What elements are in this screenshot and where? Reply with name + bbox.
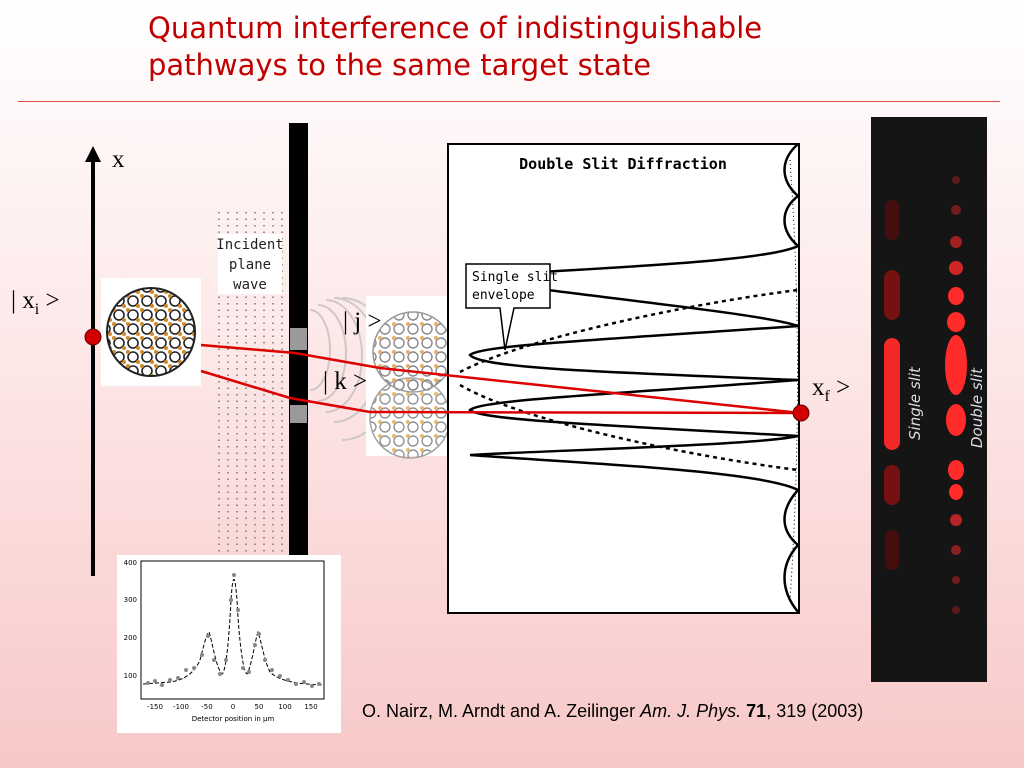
state-k-label: | k >	[323, 368, 368, 395]
citation-authors: O. Nairz, M. Arndt and A. Zeilinger	[362, 701, 641, 721]
final-sub: f	[824, 388, 830, 405]
initial-ket-prefix: | x	[11, 287, 35, 314]
svg-text:100: 100	[124, 672, 137, 680]
slit-upper	[290, 328, 307, 350]
svg-text:400: 400	[124, 559, 137, 567]
final-state-label: xf >	[812, 374, 850, 411]
slit-lower	[290, 405, 307, 423]
citation-journal: Am. J. Phys.	[640, 701, 742, 721]
svg-text:50: 50	[255, 703, 264, 711]
title-line-1: Quantum interference of indistinguishabl…	[148, 11, 763, 45]
slide-title: Quantum interference of indistinguishabl…	[148, 10, 908, 84]
initial-state-label: | xi >	[11, 287, 60, 324]
svg-text:100: 100	[278, 703, 291, 711]
svg-text:150: 150	[304, 703, 317, 711]
citation: O. Nairz, M. Arndt and A. Zeilinger Am. …	[362, 701, 863, 722]
fringe-photo: Single slit Double slit	[871, 117, 987, 682]
citation-pages: , 319 (2003)	[766, 701, 864, 721]
panel-title: Double Slit Diffraction	[519, 155, 727, 173]
buckyball-j	[372, 311, 454, 393]
svg-text:Incident: Incident	[216, 237, 283, 253]
photo-label-single: Single slit	[906, 366, 924, 440]
citation-volume: 71	[746, 701, 767, 721]
final-suffix: >	[829, 374, 851, 401]
svg-text:Detector position in µm: Detector position in µm	[192, 715, 275, 723]
initial-position-dot	[84, 328, 102, 346]
svg-text:300: 300	[124, 596, 137, 604]
x-axis	[85, 146, 101, 576]
axis-label-x: x	[112, 146, 125, 173]
single-slit-envelope	[459, 288, 799, 374]
title-line-2: pathways to the same target state	[148, 48, 652, 82]
envelope-callout: Single slit envelope	[465, 263, 558, 351]
interference-curve	[468, 143, 801, 613]
initial-ket-suffix: >	[39, 287, 60, 314]
title-divider	[18, 101, 1000, 102]
incident-wave-label: Incident plane wave	[216, 234, 284, 294]
svg-text:-100: -100	[173, 703, 189, 711]
svg-text:plane: plane	[229, 257, 271, 273]
diffraction-panel: Double Slit Diffraction Single slit enve…	[447, 143, 801, 614]
svg-text:wave: wave	[233, 277, 267, 293]
svg-text:-150: -150	[147, 703, 163, 711]
inset-plot: 400 300 200 100 -150 -100 -50 0 50 100 1…	[117, 555, 341, 733]
red-pathways	[200, 343, 801, 415]
final-position-dot	[792, 404, 810, 422]
final-x: x	[812, 374, 825, 401]
svg-text:Single slit: Single slit	[472, 270, 558, 285]
state-j-label: | j >	[343, 308, 382, 335]
photo-label-double: Double slit	[968, 367, 986, 448]
initial-ket-sub: i	[34, 301, 40, 318]
double-slit-wall	[289, 123, 308, 567]
svg-text:200: 200	[124, 634, 137, 642]
buckyball-initial	[101, 278, 201, 386]
svg-text:0: 0	[231, 703, 235, 711]
inset-data-points	[146, 573, 321, 688]
svg-text:envelope: envelope	[472, 288, 535, 303]
inset-fit-curve	[142, 578, 324, 686]
svg-text:-50: -50	[201, 703, 212, 711]
axis-arrow-icon	[85, 146, 101, 162]
